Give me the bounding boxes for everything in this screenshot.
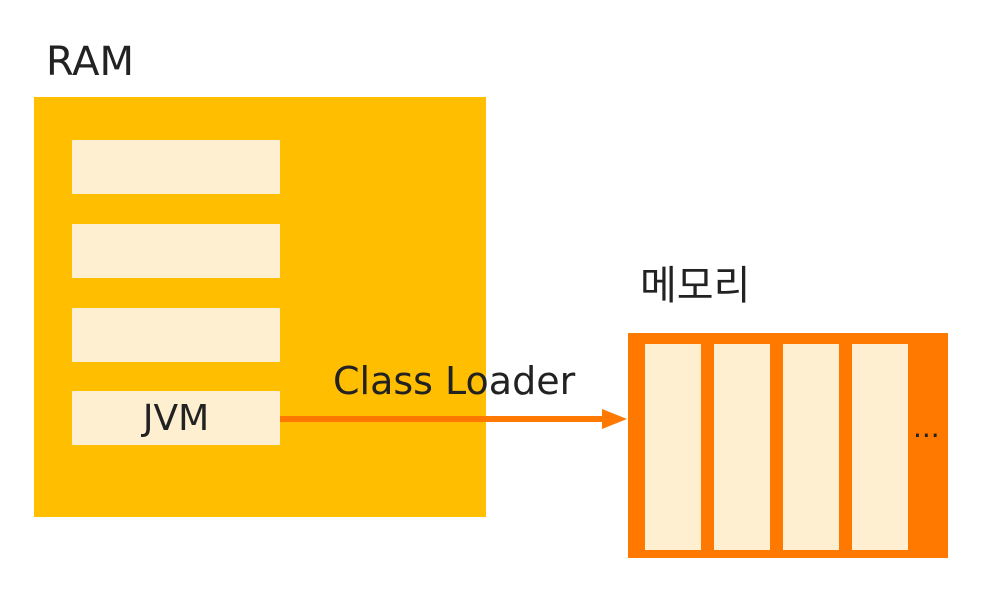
memory-cell — [852, 344, 908, 550]
jvm-label: JVM — [142, 397, 210, 439]
ram-block: JVM — [34, 97, 486, 517]
ram-label: RAM — [46, 39, 135, 85]
class-loader-label: Class Loader — [333, 359, 576, 403]
ram-slot — [72, 224, 280, 278]
ram-slot — [72, 308, 280, 362]
memory-block: ... — [628, 333, 948, 558]
jvm-slot: JVM — [72, 391, 280, 445]
ram-slot — [72, 140, 280, 194]
memory-label: 메모리 — [640, 263, 751, 309]
memory-cell — [714, 344, 770, 550]
arrow-head — [602, 409, 627, 429]
memory-cell — [645, 344, 701, 550]
memory-overflow-ellipsis: ... — [913, 411, 940, 444]
memory-cell — [783, 344, 839, 550]
